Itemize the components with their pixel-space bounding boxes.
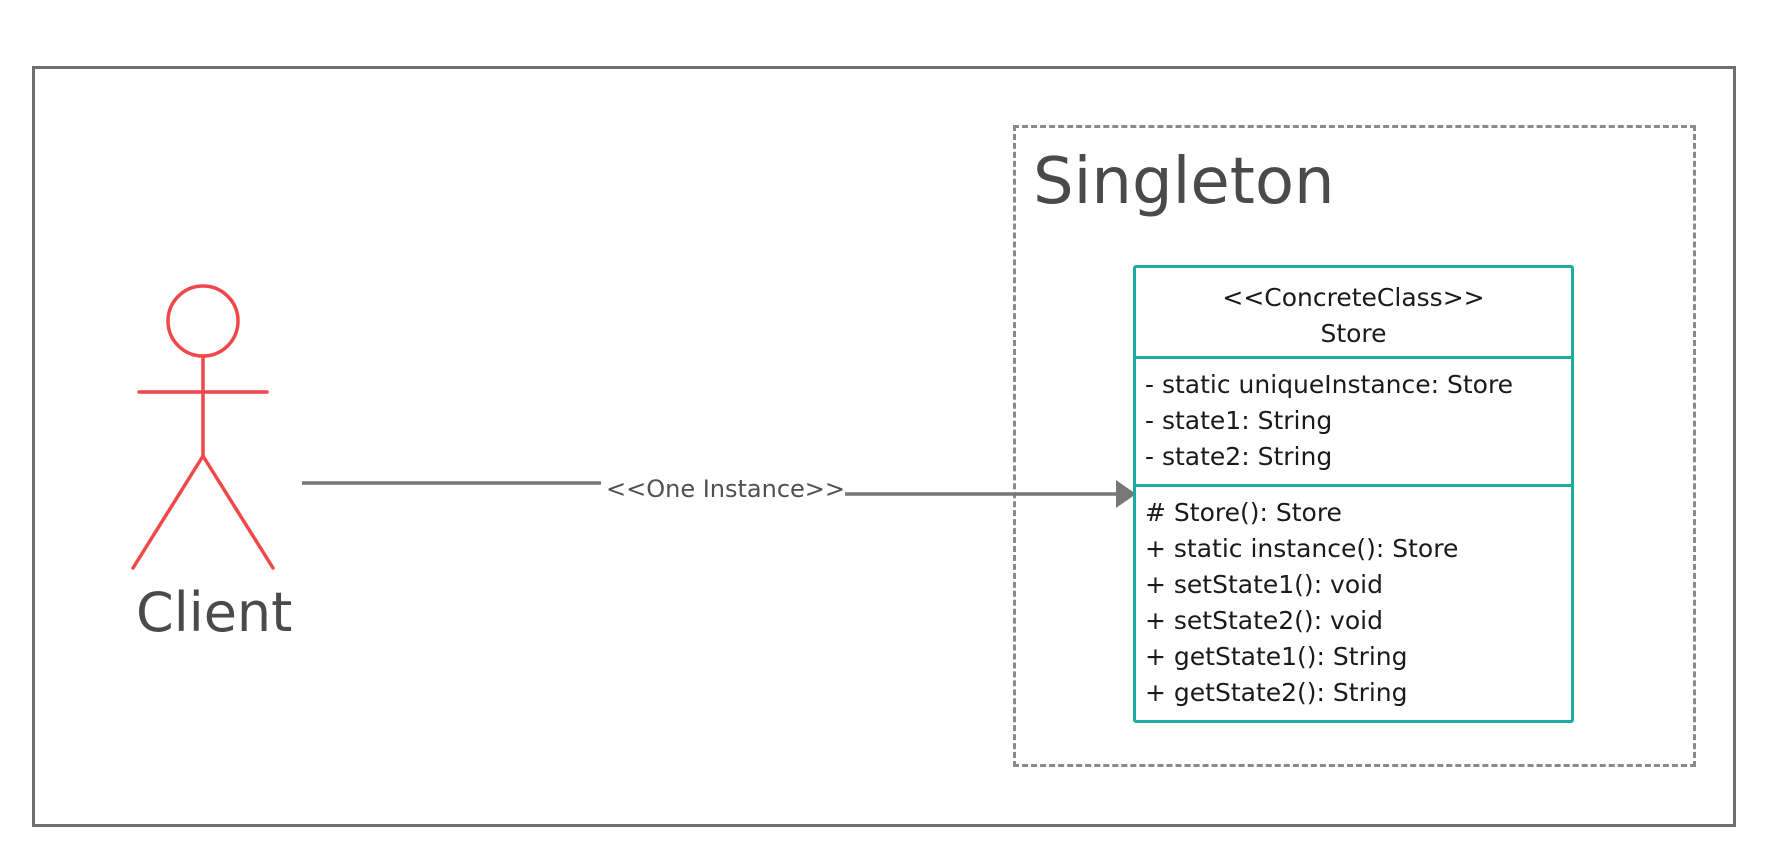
attribute: - state2: String [1145, 442, 1333, 471]
operation: + setState1(): void [1145, 570, 1383, 599]
association-label: <<One Instance>> [606, 474, 846, 504]
attribute: - static uniqueInstance: Store [1145, 370, 1514, 399]
operation: + static instance(): Store [1145, 534, 1459, 563]
client-actor-icon [131, 284, 275, 570]
operation: # Store(): Store [1145, 498, 1342, 527]
class-attributes: - static uniqueInstance: Store - state1:… [1136, 359, 1571, 487]
class-stereotype: <<ConcreteClass>> [1222, 283, 1485, 312]
class-name: Store [1320, 319, 1387, 348]
actor-left-leg [131, 454, 205, 570]
actor-right-leg [201, 454, 275, 570]
arrowhead-icon [1116, 480, 1136, 508]
singleton-package [1013, 125, 1696, 767]
actor-label: Client [136, 581, 293, 644]
actor-head [166, 284, 240, 358]
operation: + getState2(): String [1145, 678, 1408, 707]
attribute: - state1: String [1145, 406, 1333, 435]
diagram-frame [32, 66, 1736, 827]
operation: + getState1(): String [1145, 642, 1408, 671]
association-arrow [302, 480, 1136, 508]
class-operations: # Store(): Store + static instance(): St… [1136, 487, 1571, 711]
class-header: <<ConcreteClass>> Store [1136, 268, 1571, 359]
package-title: Singleton [1033, 145, 1335, 219]
operation: + setState2(): void [1145, 606, 1383, 635]
store-class-box: <<ConcreteClass>> Store - static uniqueI… [1133, 265, 1574, 723]
